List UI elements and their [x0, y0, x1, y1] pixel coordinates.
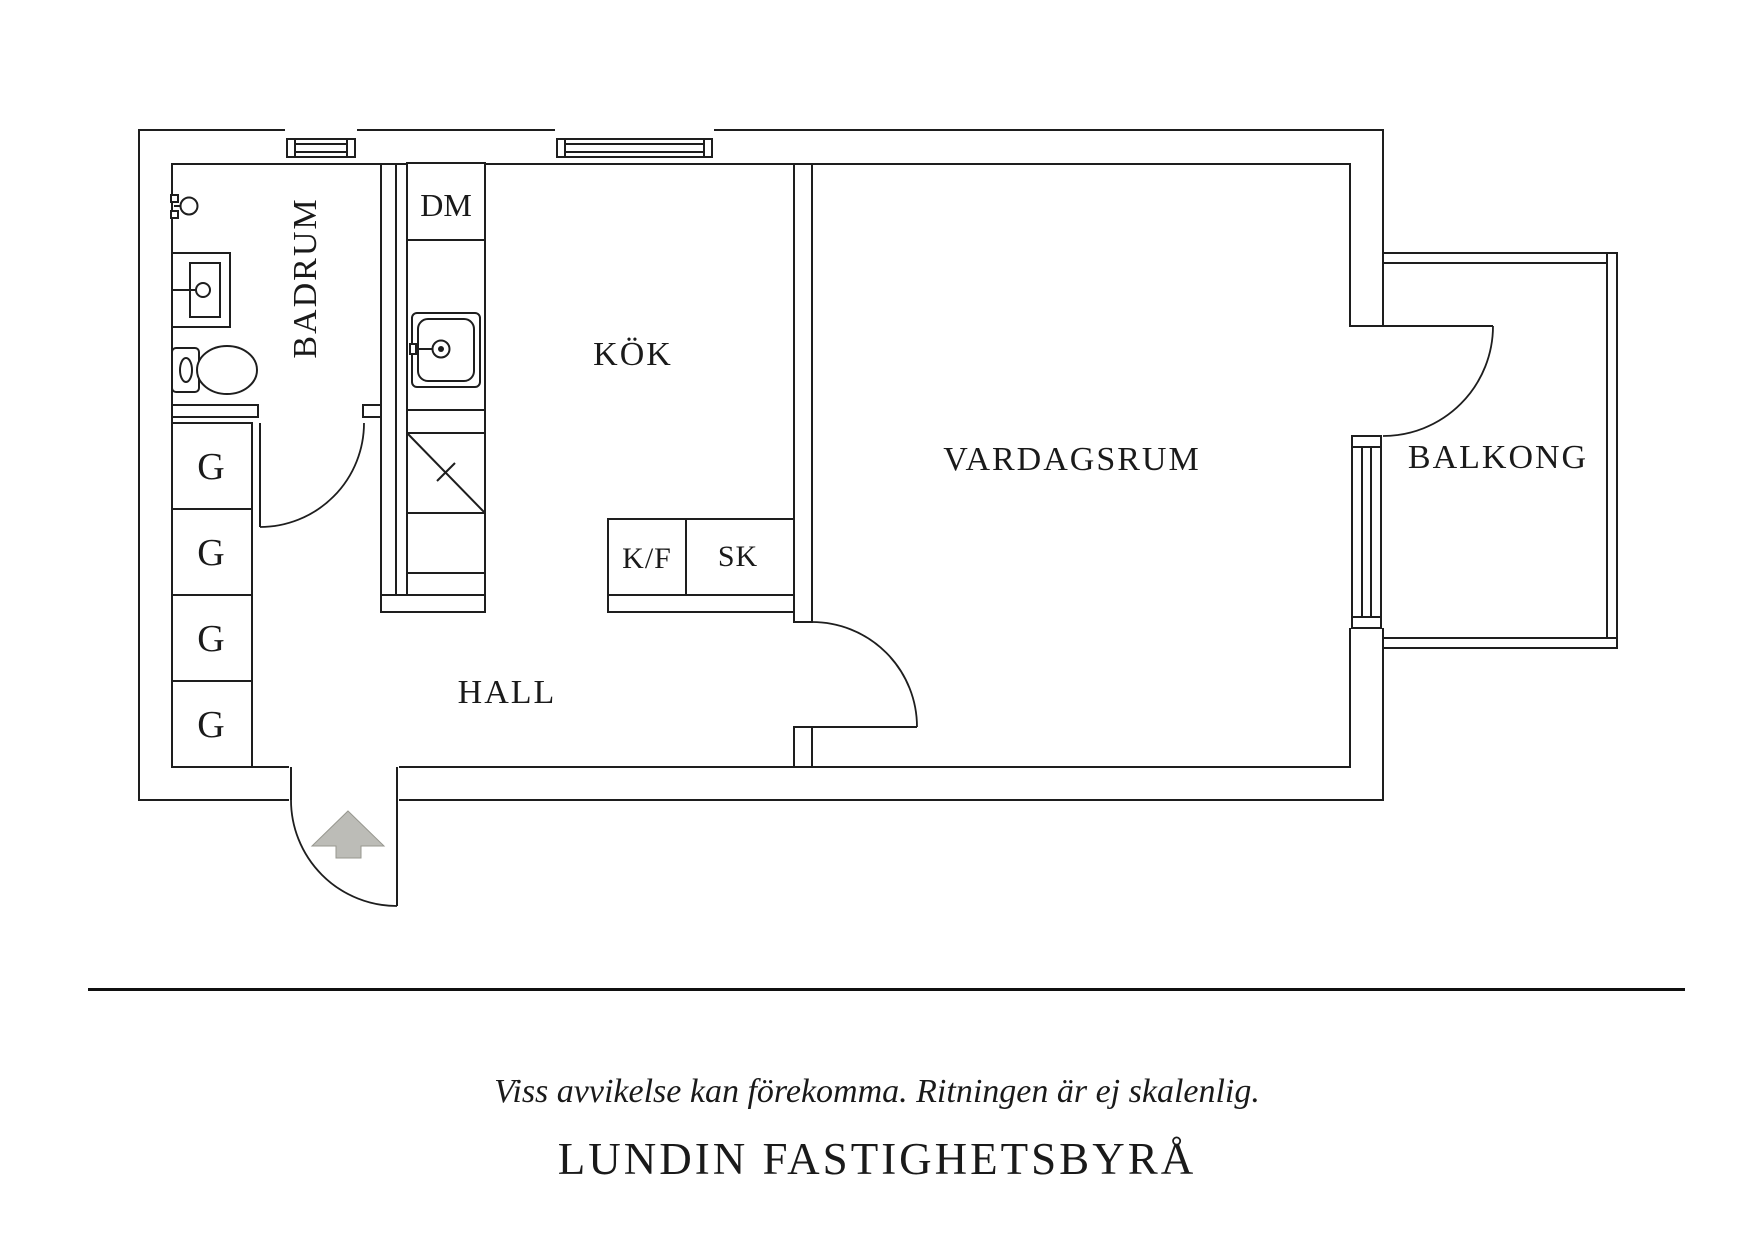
- room-label-balkong: BALKONG: [1408, 439, 1588, 476]
- fixture-label-sk: SK: [718, 540, 758, 573]
- wardrobe-label-1: G: [197, 446, 224, 488]
- wall-kitchen-strip-foot: [380, 594, 486, 613]
- balcony-door-swing: [1382, 325, 1494, 437]
- balcony-wall-top: [1382, 252, 1618, 264]
- fixture-label-kf: K/F: [622, 542, 672, 575]
- shower-mixer-icon: [170, 194, 199, 219]
- kitchen-sink-icon: [409, 312, 481, 388]
- room-label-badrum: BADRUM: [287, 197, 324, 358]
- bathroom-door-swing: [259, 422, 365, 528]
- bathroom-sink-icon: [171, 252, 231, 328]
- fridge-freezer-box: [607, 518, 687, 596]
- wall-bathroom-right: [380, 163, 397, 613]
- wall-bathroom-bottom: [171, 404, 259, 418]
- bathroom-fixtures: [170, 194, 258, 395]
- wall-under-kf-sk: [607, 594, 795, 613]
- footer-disclaimer: Viss avvikelse kan förekomma. Ritningen …: [494, 1073, 1260, 1110]
- room-labels: BADRUM DM KÖK K/F SK HALL VARDAGSRUM BAL…: [287, 187, 1588, 711]
- entrance-arrow-icon: [310, 810, 386, 859]
- footer-divider-rule: [88, 988, 1685, 991]
- room-label-kok: KÖK: [593, 336, 673, 373]
- balcony-wall-bottom: [1382, 637, 1618, 649]
- room-label-vardagsrum: VARDAGSRUM: [943, 441, 1200, 478]
- interior-walls: [171, 163, 813, 768]
- balcony-window-icon: [1351, 435, 1382, 629]
- stove-icon: [407, 433, 485, 513]
- wardrobe-label-3: G: [197, 618, 224, 660]
- footer-brand: LUNDIN FASTIGHETSBYRÅ: [557, 1134, 1197, 1184]
- vardagsrum-door-swing: [811, 621, 918, 728]
- wardrobe-label-2: G: [197, 532, 224, 574]
- fixture-label-dm: DM: [420, 187, 472, 223]
- entrance-door-swing: [290, 767, 398, 907]
- cleaning-closet-box: [685, 518, 795, 596]
- balcony-wall-right: [1606, 252, 1618, 649]
- wall-bathroom-bottom-stub: [362, 404, 382, 418]
- balcony-walls: [1382, 252, 1618, 649]
- wall-hall-vardagsrum-stub: [793, 726, 813, 768]
- wall-kok-vardagsrum: [793, 163, 813, 623]
- wardrobe-column: G G G G: [171, 422, 253, 768]
- room-label-hall: HALL: [458, 674, 557, 711]
- doors: [259, 325, 1494, 907]
- wardrobe-label-4: G: [197, 704, 224, 746]
- kitchen-window-icon: [556, 138, 713, 158]
- kitchen-cabinets: [406, 162, 795, 596]
- toilet-icon: [171, 345, 258, 395]
- bathroom-window-icon: [286, 138, 356, 158]
- windows: [286, 138, 1382, 629]
